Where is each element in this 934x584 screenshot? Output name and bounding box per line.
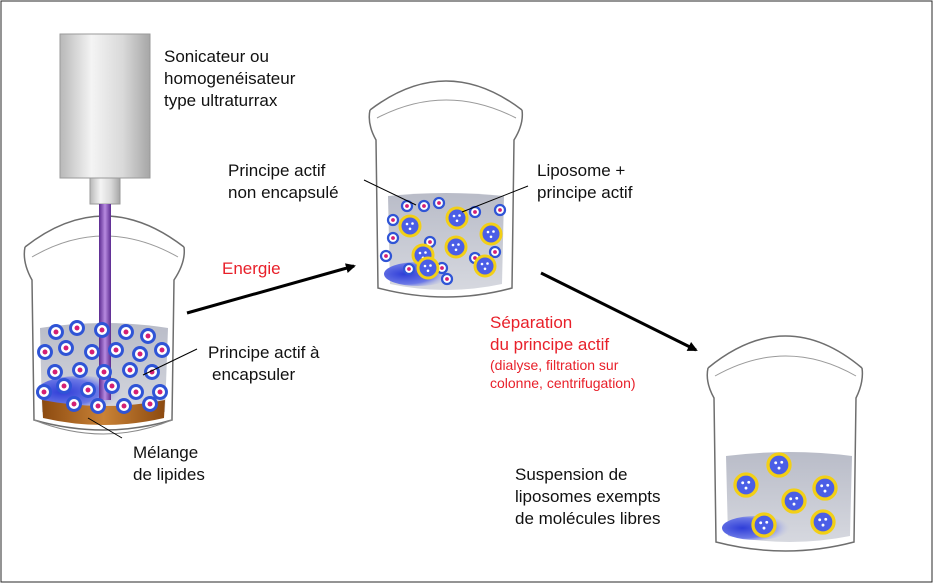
molecules-to-encapsulate — [36, 320, 170, 414]
drug-molecule — [488, 245, 502, 259]
label-separation-methods: (dialyse, filtration sur colonne, centri… — [490, 357, 636, 391]
drug-molecule — [96, 364, 112, 380]
drug-molecule — [144, 364, 160, 380]
liposome — [444, 235, 468, 259]
drug-molecule — [108, 342, 124, 358]
probe-beam — [99, 204, 111, 400]
liposome — [473, 254, 497, 278]
purified-liposomes — [733, 452, 838, 538]
drug-molecule — [69, 320, 85, 336]
liposomes-with-drug — [398, 206, 503, 280]
label-separation: Séparation du principe actif — [490, 313, 610, 354]
leader-drug — [142, 348, 198, 376]
drug-molecule — [440, 272, 454, 286]
drug-molecule — [104, 378, 120, 394]
drug-molecule — [72, 362, 88, 378]
drug-molecule — [122, 362, 138, 378]
liposome — [751, 512, 777, 538]
drug-molecule — [140, 328, 156, 344]
liposome — [781, 488, 807, 514]
drug-molecule — [94, 322, 110, 338]
drug-molecule — [36, 384, 52, 400]
drug-molecule — [116, 398, 132, 414]
drug-molecule — [152, 384, 168, 400]
liposome — [733, 472, 759, 498]
drug-molecule — [132, 346, 148, 362]
energy-arrow — [186, 263, 356, 315]
drug-molecule — [386, 231, 400, 245]
sonicator-probe — [59, 33, 151, 400]
liposome — [445, 206, 469, 230]
leader-lipids — [87, 417, 123, 439]
liposome — [416, 256, 440, 280]
drug-molecule — [379, 249, 393, 263]
label-sonicator: Sonicateur ou homogenéisateur type ultra… — [164, 47, 296, 110]
drug-molecule — [417, 199, 431, 213]
label-energy: Energie — [222, 259, 281, 278]
drug-molecule — [386, 213, 400, 227]
label-liposome-drug: Liposome + principe actif — [537, 161, 633, 202]
leader-liposome — [461, 185, 529, 213]
label-suspension: Suspension de liposomes exempts de moléc… — [515, 465, 661, 528]
drug-molecule — [84, 344, 100, 360]
drug-molecule — [493, 203, 507, 217]
liposome — [812, 475, 838, 501]
drug-molecule — [37, 344, 53, 360]
drug-molecule — [47, 364, 63, 380]
liposome — [479, 222, 503, 246]
drug-molecule — [142, 396, 158, 412]
liposome — [398, 214, 422, 238]
drug-molecule — [90, 398, 106, 414]
drug-molecule — [154, 342, 170, 358]
drug-molecule — [402, 262, 416, 276]
label-drug-to-encapsulate: Principe actif à encapsuler — [208, 343, 320, 384]
drug-molecule — [48, 324, 64, 340]
leader-unencapsulated — [363, 179, 417, 206]
label-unencapsulated-drug: Principe actif non encapsulé — [228, 161, 339, 202]
drug-molecule — [432, 196, 446, 210]
drug-molecule — [80, 382, 96, 398]
beaker-purified-suspension — [706, 335, 864, 552]
drug-molecule — [58, 340, 74, 356]
separation-arrow — [540, 271, 698, 352]
liposome — [810, 509, 836, 535]
label-lipid-mix: Mélange de lipides — [133, 443, 205, 484]
liposome — [766, 452, 792, 478]
drug-molecule — [56, 378, 72, 394]
drug-molecule — [66, 396, 82, 412]
drug-molecule — [118, 324, 134, 340]
free-drug-molecules — [379, 196, 507, 286]
drug-molecule — [128, 384, 144, 400]
